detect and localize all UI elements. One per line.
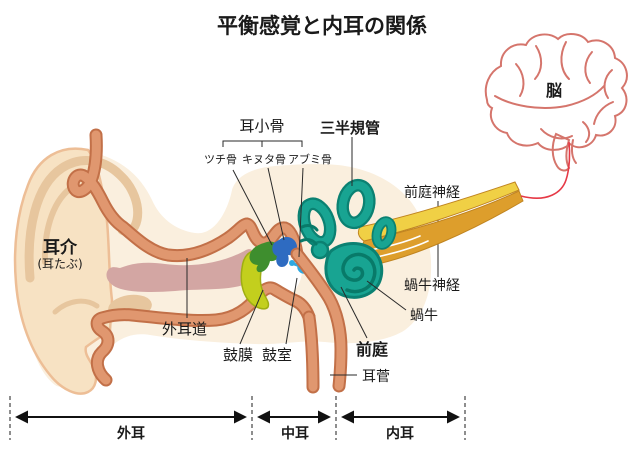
vestibular-nerve-band	[357, 181, 520, 242]
labyrinth	[297, 178, 397, 299]
lateral-canal-ring	[373, 218, 395, 248]
brain-fold	[515, 63, 525, 97]
outer-ear-label: 外耳	[117, 425, 145, 442]
eustachian-tube-shape	[290, 247, 348, 394]
cochlea-spiral	[341, 252, 377, 294]
eustachian-right-inner	[292, 249, 346, 391]
cerebellum-line	[582, 121, 591, 143]
tympanic-label: 鼓室	[262, 346, 292, 364]
brain-fold	[560, 41, 570, 80]
pinna-sub-label: (耳たぶ)	[37, 257, 82, 271]
brain-nerve-connection	[520, 141, 571, 199]
inner-ear-label: 内耳	[386, 425, 414, 442]
ear-canal-label: 外耳道	[162, 320, 207, 338]
brainstem	[551, 132, 571, 172]
cochlear-nerve-label: 蝸牛神経	[404, 278, 460, 294]
brain-sylvian-line	[494, 85, 605, 109]
vestibule-leader	[340, 286, 368, 339]
incus-leader	[267, 167, 285, 241]
vestibular-nerve-label: 前庭神経	[404, 184, 460, 201]
semicircular-label: 三半規管	[320, 119, 380, 137]
malleus-label: ツチ骨	[204, 153, 237, 166]
brain-fold	[584, 51, 593, 84]
eustachian-label: 耳菅	[362, 369, 390, 385]
stapes-label: アブミ骨	[288, 152, 332, 166]
tympanic-leader	[285, 277, 298, 345]
pinna-label: 耳介	[43, 237, 78, 258]
nerve-bundle	[357, 181, 524, 267]
canal-walls	[66, 128, 316, 387]
ampulla-detail	[300, 224, 319, 232]
incus-bone	[272, 236, 297, 267]
brain-outline	[484, 33, 628, 151]
lower-wall-inner	[92, 283, 314, 385]
brain-label: 脳	[546, 81, 562, 100]
cerebellum-line	[540, 128, 573, 140]
brain	[484, 33, 628, 172]
ampulla-detail	[299, 238, 318, 246]
middle-ear-label: 中耳	[281, 425, 309, 442]
eardrum-label: 鼓膜	[223, 346, 253, 364]
brain-fold	[593, 101, 614, 125]
vestibule-junction	[310, 240, 330, 260]
ossicles-bracket	[222, 140, 303, 147]
helix-fold	[24, 156, 143, 283]
ear-canal-interior	[106, 249, 255, 292]
malleus-leader	[232, 169, 273, 246]
eustachian-left-inner	[304, 312, 318, 392]
vestibule-label: 前庭	[356, 340, 388, 359]
leader-lines	[186, 137, 407, 376]
incus-label: キヌタ骨	[242, 153, 286, 166]
upper-wall-inner	[68, 130, 302, 261]
eardrum-leader	[239, 289, 264, 345]
stapes-leader	[298, 167, 304, 258]
posterior-canal-ring	[338, 181, 374, 227]
cochlea-label: 蝸牛	[410, 308, 438, 324]
nerve-fiber-streak	[369, 235, 421, 251]
pons-fold	[571, 139, 577, 164]
brain-fold	[603, 69, 613, 99]
diagram-title: 平衡感覚と内耳の関係	[217, 14, 427, 38]
ossicles-label: 耳小骨	[239, 117, 284, 135]
brain-fold	[534, 45, 543, 80]
antitragus-fold	[52, 298, 100, 315]
cochlea-leader	[366, 280, 407, 311]
region-axis: 外耳 中耳 内耳	[9, 396, 466, 442]
